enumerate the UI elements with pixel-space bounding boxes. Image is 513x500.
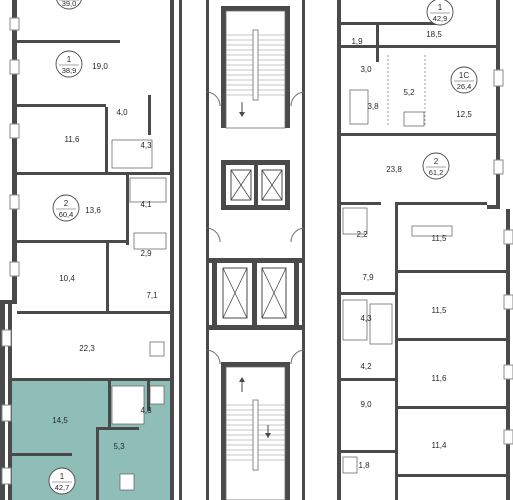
left-wing-walls xyxy=(0,0,182,500)
room-area: 11,4 xyxy=(432,441,448,450)
apartment-tag[interactable]: 2 61,2 xyxy=(422,152,450,180)
room-area: 4,3 xyxy=(360,314,372,323)
room-area: 11,5 xyxy=(432,234,448,243)
apartment-area: 61,2 xyxy=(429,168,444,177)
apartment-area: 38,9 xyxy=(62,66,77,75)
room-area: 14,5 xyxy=(52,416,68,425)
apartment-tag[interactable]: 39,0 xyxy=(56,0,82,10)
room-area: 2,9 xyxy=(140,249,152,258)
apartment-tags[interactable]: 39,0 1 38,9 2 60,4 1 42,7 1 42,9 xyxy=(48,0,478,495)
room-area: 11,5 xyxy=(432,306,448,315)
room-area: 9,0 xyxy=(360,400,372,409)
room-area: 7,1 xyxy=(146,291,158,300)
apartment-area: 42,7 xyxy=(55,483,70,492)
apartment-area: 42,9 xyxy=(433,14,448,23)
apartment-tag[interactable]: 1 42,9 xyxy=(426,0,454,26)
room-area: 4,1 xyxy=(140,200,152,209)
apartment-rooms: 1 xyxy=(67,55,72,64)
apartment-rooms: 2 xyxy=(64,199,69,208)
room-area: 10,4 xyxy=(59,274,75,283)
apartment-rooms: 2 xyxy=(434,157,439,166)
apartment-tag[interactable]: 1 38,9 xyxy=(55,50,83,78)
apartment-tag[interactable]: 2 60,4 xyxy=(52,194,80,222)
room-area: 11,6 xyxy=(432,374,448,383)
apartment-tag[interactable]: 1С 26,4 xyxy=(450,66,478,94)
room-area: 3,8 xyxy=(367,102,379,111)
room-area: 2,2 xyxy=(356,230,368,239)
room-area: 5,3 xyxy=(113,442,125,451)
left-facade-windows xyxy=(1,17,20,485)
room-area: 4,3 xyxy=(140,141,152,150)
right-facade-windows xyxy=(493,69,513,445)
apartment-area: 39,0 xyxy=(62,0,77,8)
room-area: 11,6 xyxy=(65,135,81,144)
selected-apartment-highlight[interactable] xyxy=(12,381,171,500)
apartment-area: 26,4 xyxy=(457,82,472,91)
room-area: 1,9 xyxy=(351,37,363,46)
room-area: 7,9 xyxy=(362,273,374,282)
apartment-rooms: 1 xyxy=(60,472,65,481)
room-area: 18,5 xyxy=(426,30,442,39)
apartment-rooms: 1С xyxy=(459,71,469,80)
room-area: 5,2 xyxy=(403,88,415,97)
room-labels: 19,0 4,0 11,6 4,3 13,6 4,1 2,9 10,4 7,1 … xyxy=(52,30,472,470)
room-area: 4,3 xyxy=(140,406,152,415)
room-area: 3,0 xyxy=(360,65,372,74)
room-area: 1,8 xyxy=(358,461,370,470)
room-area: 23,8 xyxy=(386,165,402,174)
right-wing-walls xyxy=(337,0,510,500)
apartment-tag-selected[interactable]: 1 42,7 xyxy=(48,467,76,495)
room-area: 4,0 xyxy=(116,108,128,117)
room-area: 4,2 xyxy=(360,362,372,371)
room-area: 12,5 xyxy=(456,110,472,119)
room-area: 22,3 xyxy=(79,344,95,353)
room-area: 19,0 xyxy=(92,62,108,71)
selected-apartment-outline xyxy=(12,378,171,500)
room-area: 13,6 xyxy=(85,206,101,215)
apartment-area: 60,4 xyxy=(59,210,74,219)
apartment-rooms: 1 xyxy=(438,3,443,12)
central-core xyxy=(206,0,305,500)
